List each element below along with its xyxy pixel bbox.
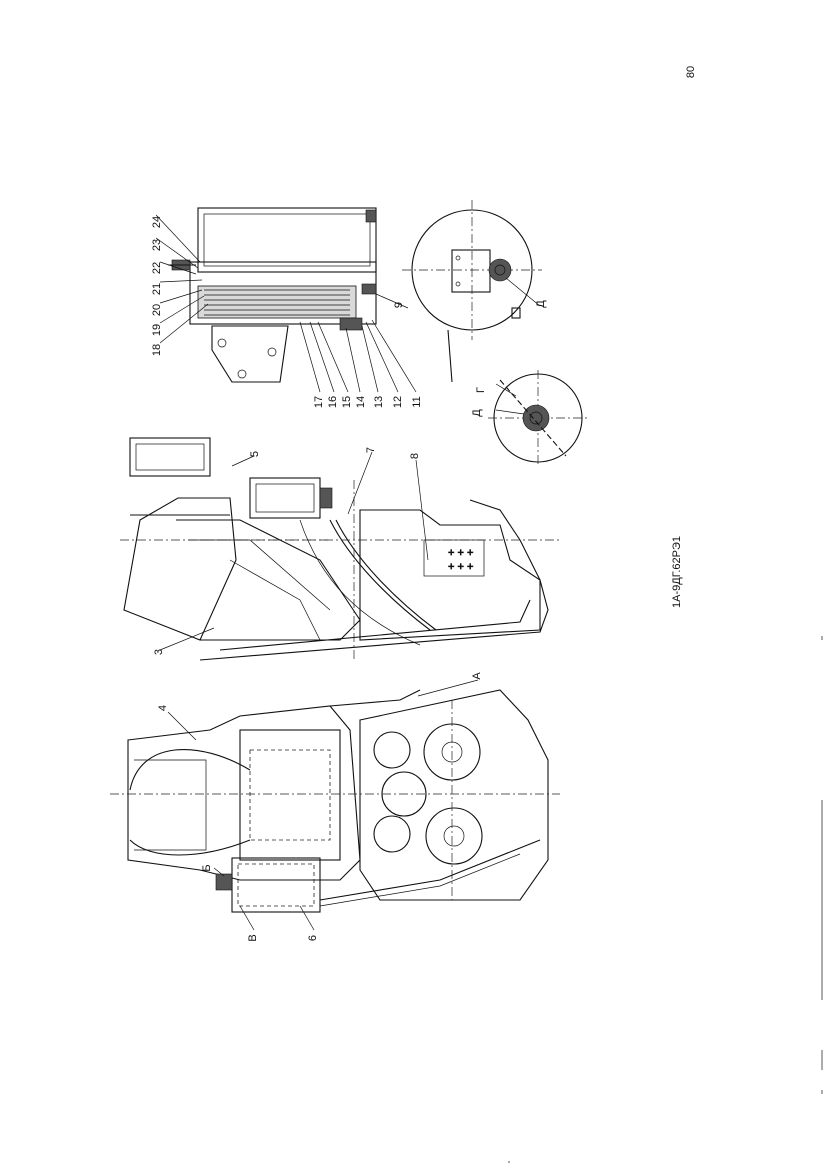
side-view-section: + + + + + + 3 5 7 8 [120, 437, 560, 661]
callout-21: 21 [151, 283, 163, 295]
callout-V: В [247, 934, 259, 941]
callout-9: 9 [393, 302, 405, 308]
callout-14: 14 [355, 396, 367, 408]
document-code: 1А-9ДГ.62РЭ1 [671, 536, 683, 608]
callout-4: 4 [157, 705, 169, 711]
callout-B: Б [201, 864, 213, 871]
callout-5: 5 [249, 451, 261, 457]
callout-D-top: Д [535, 300, 547, 308]
callout-11: 11 [411, 396, 423, 407]
callout-6: 6 [307, 935, 319, 941]
svg-text:+ + +: + + + [448, 561, 473, 573]
callout-7: 7 [365, 447, 377, 453]
page-number: 80 [685, 66, 697, 78]
callout-8: 8 [409, 453, 421, 459]
callout-12: 12 [392, 396, 404, 408]
callout-A: А [471, 672, 483, 680]
callout-19: 19 [151, 324, 163, 336]
callout-23: 23 [151, 239, 163, 251]
callout-17: 17 [313, 396, 325, 408]
margin-marks [508, 636, 823, 1163]
callout-15: 15 [341, 396, 353, 408]
callout-24: 24 [151, 216, 163, 228]
front-view-section: 4 А Б В 6 [110, 672, 560, 942]
svg-text:+ + +: + + + [448, 547, 473, 559]
callout-G: Г [475, 387, 487, 393]
callout-22: 22 [151, 262, 163, 274]
callout-18: 18 [151, 344, 163, 356]
callout-20: 20 [151, 304, 163, 316]
callout-13: 13 [373, 396, 385, 408]
callout-16: 16 [327, 396, 339, 408]
callout-3: 3 [153, 649, 165, 655]
heater-detail-section: 24 23 22 21 20 19 18 17 16 15 14 13 12 1… [151, 200, 588, 466]
callout-D-small: Д [471, 409, 483, 417]
